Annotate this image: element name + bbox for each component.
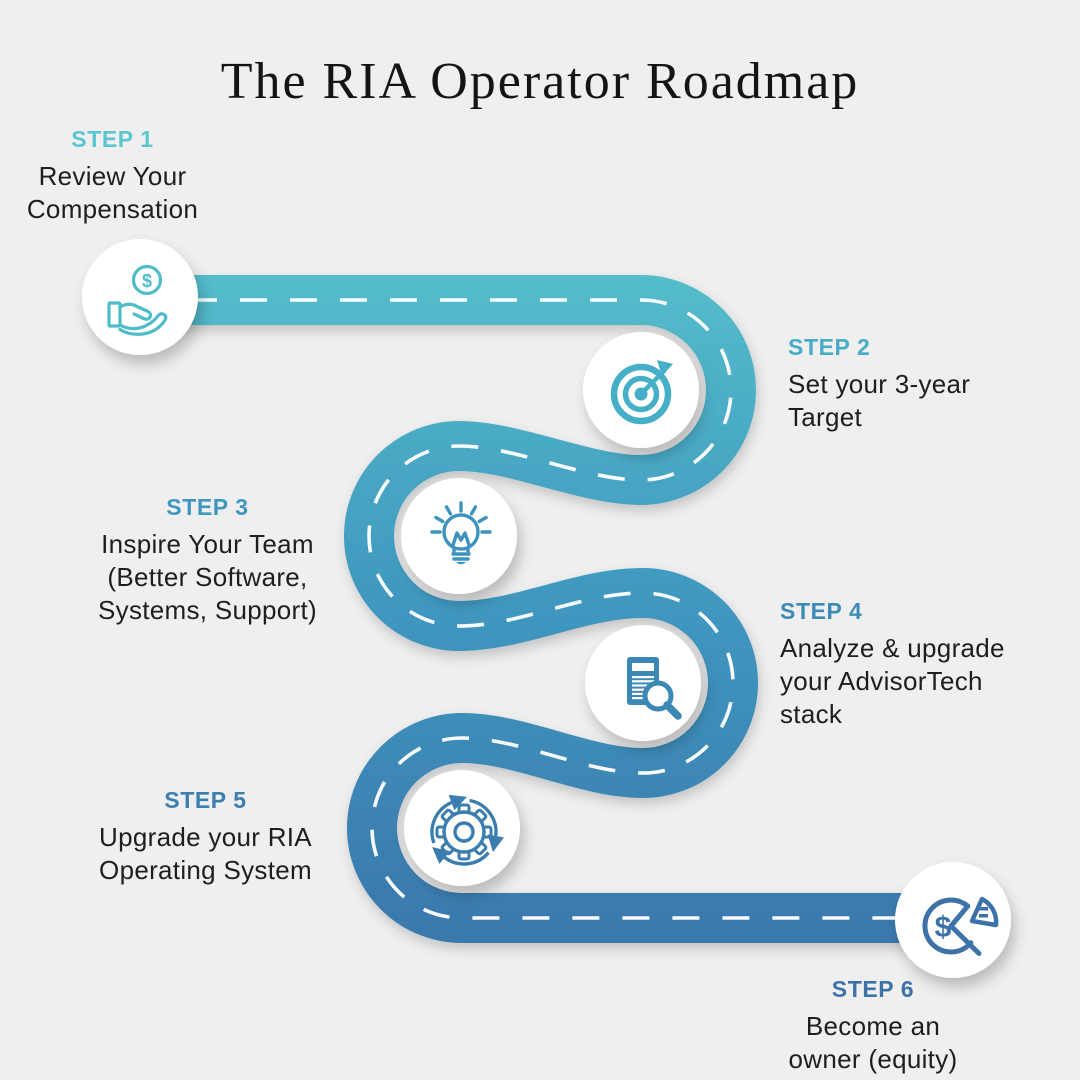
step-3-block: STEP 3 Inspire Your Team (Better Softwar… [90, 494, 325, 627]
step-5-text-line: Operating System [99, 855, 312, 885]
step-2-text-line: Target [788, 402, 863, 432]
step-5-text-line: Upgrade your RIA [99, 822, 312, 852]
step-2-block: STEP 2 Set your 3-year Target [788, 334, 1028, 434]
step-3-text-line: (Better Software, [107, 562, 308, 592]
step-2-text-line: Set your 3-year [788, 369, 971, 399]
step-5-label: STEP 5 [164, 787, 247, 813]
step-4-text-line: your AdvisorTech [780, 666, 983, 696]
target-arrow-icon [610, 360, 673, 425]
step-4-label: STEP 4 [780, 598, 863, 624]
step-1-text-line: Review Your [38, 161, 187, 191]
step-1-block: STEP 1 Review Your Compensation [15, 126, 210, 226]
step-6-text-line: owner (equity) [788, 1044, 958, 1074]
svg-text:$: $ [142, 271, 152, 291]
step-6-label: STEP 6 [831, 976, 915, 1002]
road-path [140, 275, 953, 943]
step1-circle [82, 239, 198, 355]
page-title: The RIA Operator Roadmap [220, 53, 860, 110]
step-6-text-line: Become an [805, 1011, 941, 1041]
document-magnifier-icon [627, 657, 682, 720]
step-4-block: STEP 4 Analyze & upgrade your AdvisorTec… [780, 598, 1030, 731]
hand-coin-icon: $ [107, 264, 168, 336]
step-3-text-line: Systems, Support) [98, 595, 317, 625]
gear-sync-icon [430, 794, 504, 866]
step-4-text-line: Analyze & upgrade [780, 633, 1005, 663]
pie-chart-dollar-icon: $ [922, 896, 999, 956]
step-6-block: STEP 6 Become an owner (equity) [758, 976, 988, 1076]
step-5-block: STEP 5 Upgrade your RIA Operating System [88, 787, 323, 887]
lightbulb-icon [430, 501, 492, 565]
step-1-label: STEP 1 [71, 126, 154, 152]
svg-text:$: $ [935, 911, 952, 944]
step-1-text-line: Compensation [26, 194, 199, 224]
step-4-text-line: stack [780, 699, 843, 729]
step-3-label: STEP 3 [166, 494, 249, 520]
step-3-text-line: Inspire Your Team [101, 529, 314, 559]
step-2-label: STEP 2 [788, 334, 871, 360]
